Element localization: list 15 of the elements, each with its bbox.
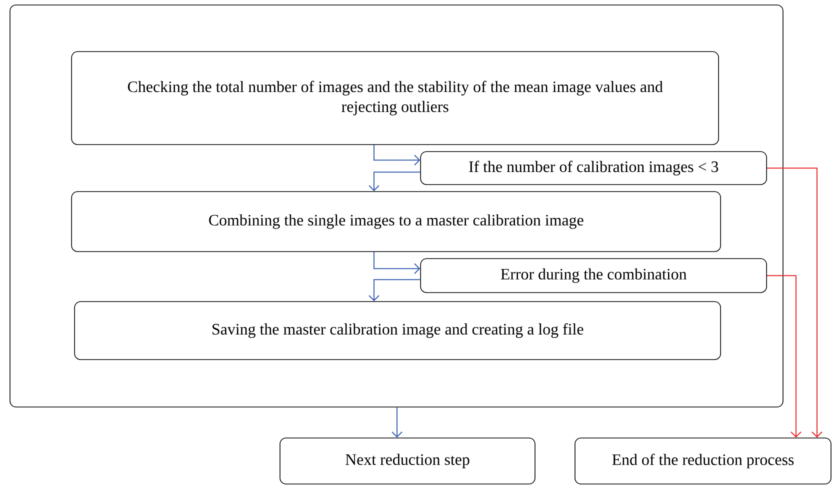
process-box: If the number of calibration images < 3 xyxy=(420,151,767,185)
process-box: Saving the master calibration image and creating a log file xyxy=(74,301,721,360)
arrow xyxy=(766,275,802,438)
arrow xyxy=(368,172,421,192)
process-box: Checking the total number of images and the stability of the mean image values and rejecting outliers xyxy=(71,51,719,145)
arrow xyxy=(766,168,822,438)
arrow xyxy=(374,144,420,166)
process-box: Combining the single images to a master calibration image xyxy=(71,191,721,252)
frame-box xyxy=(10,4,784,408)
arrow xyxy=(392,406,402,438)
process-box: End of the reduction process xyxy=(574,438,832,484)
process-box: Error during the combination xyxy=(420,258,767,293)
process-box: Next reduction step xyxy=(280,438,536,484)
arrow xyxy=(368,279,421,302)
arrow xyxy=(374,252,420,274)
